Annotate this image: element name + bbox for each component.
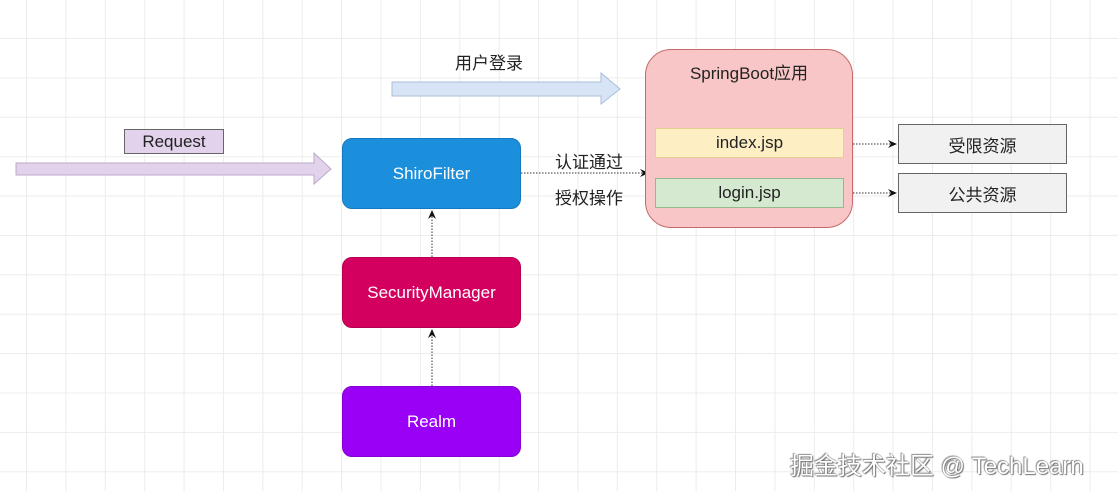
request-label: Request bbox=[124, 129, 224, 154]
request-arrow bbox=[15, 151, 332, 186]
public-resource-label: 公共资源 bbox=[948, 185, 1017, 205]
request-label-text: Request bbox=[142, 131, 206, 151]
security-manager-label: SecurityManager bbox=[367, 282, 496, 302]
index-jsp-label: index.jsp bbox=[715, 133, 784, 152]
restricted-resource-label: 受限资源 bbox=[948, 136, 1017, 156]
login-label: 用户登录 bbox=[455, 54, 523, 73]
public-resource-box[interactable]: 公共资源 bbox=[898, 173, 1067, 213]
login-arrow bbox=[391, 71, 621, 106]
springboot-app-title: SpringBoot应用 bbox=[689, 64, 809, 83]
authentication-passed-label: 认证通过 bbox=[555, 153, 623, 172]
authorization-operation-label: 授权操作 bbox=[555, 189, 623, 208]
shiro-filter-node[interactable]: ShiroFilter bbox=[342, 138, 521, 209]
index-jsp-page[interactable]: index.jsp bbox=[655, 128, 844, 158]
restricted-resource-box[interactable]: 受限资源 bbox=[898, 124, 1067, 164]
shiro-filter-label: ShiroFilter bbox=[392, 163, 471, 183]
realm-label: Realm bbox=[406, 411, 457, 431]
login-jsp-label: login.jsp bbox=[718, 183, 781, 202]
realm-node[interactable]: Realm bbox=[342, 386, 521, 457]
login-jsp-page[interactable]: login.jsp bbox=[655, 178, 844, 208]
watermark: 掘金技术社区 @ TechLearn bbox=[790, 453, 1084, 480]
security-manager-node[interactable]: SecurityManager bbox=[342, 257, 521, 328]
